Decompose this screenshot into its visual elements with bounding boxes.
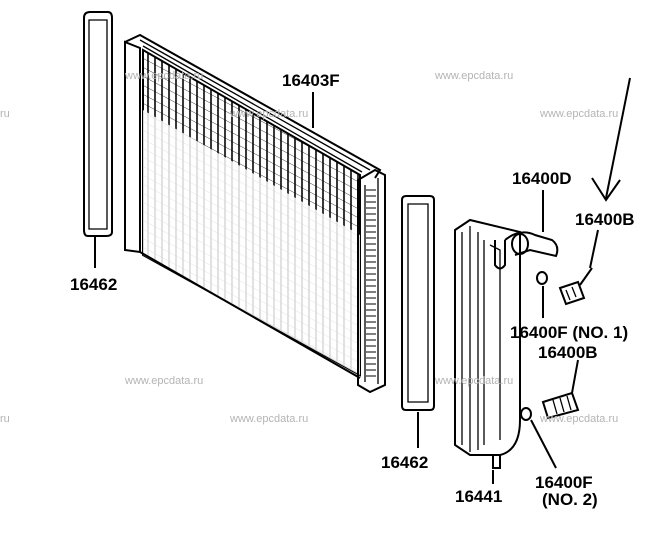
cap-upper-drawing bbox=[536, 267, 593, 306]
part-label-oring-upper[interactable]: 16400F (NO. 1) bbox=[510, 323, 628, 342]
watermark: www.epcdata.ru bbox=[124, 70, 203, 82]
watermark: www.epcdata.ru bbox=[124, 375, 203, 387]
part-label-hose[interactable]: 16400D bbox=[512, 169, 572, 188]
leader-lines bbox=[94, 77, 631, 484]
watermark: www.epcdata.ru bbox=[229, 413, 308, 425]
watermark: ru bbox=[0, 108, 10, 120]
part-label-radiator[interactable]: 16403F bbox=[282, 71, 340, 90]
watermark: www.epcdata.ru bbox=[229, 108, 308, 120]
watermark: ru bbox=[0, 413, 10, 425]
watermark: www.epcdata.ru bbox=[539, 413, 618, 425]
part-label-cap-upper[interactable]: 16400B bbox=[575, 210, 635, 229]
cap-lower-drawing bbox=[520, 359, 580, 421]
part-label-tank[interactable]: 16441 bbox=[455, 487, 502, 506]
part-label-gasket-right[interactable]: 16462 bbox=[381, 453, 428, 472]
part-label-gasket-left[interactable]: 16462 bbox=[70, 275, 117, 294]
gasket-left-drawing bbox=[83, 11, 113, 237]
watermark: www.epcdata.ru bbox=[434, 375, 513, 387]
watermarks: www.epcdata.ru www.epcdata.ru ru www.epc… bbox=[0, 70, 618, 425]
part-labels: 16403F 16462 16400D 16400B 16400F (NO. 1… bbox=[70, 71, 635, 509]
radiator-drawing bbox=[124, 33, 386, 394]
watermark: www.epcdata.ru bbox=[539, 108, 618, 120]
tank-drawing bbox=[454, 218, 559, 469]
part-label-cap-lower[interactable]: 16400B bbox=[538, 343, 598, 362]
part-label-oring-lower[interactable]: 16400F bbox=[535, 473, 593, 492]
part-label-oring-lower-note: (NO. 2) bbox=[542, 490, 598, 509]
watermark: www.epcdata.ru bbox=[434, 70, 513, 82]
gasket-right-drawing bbox=[401, 195, 435, 411]
